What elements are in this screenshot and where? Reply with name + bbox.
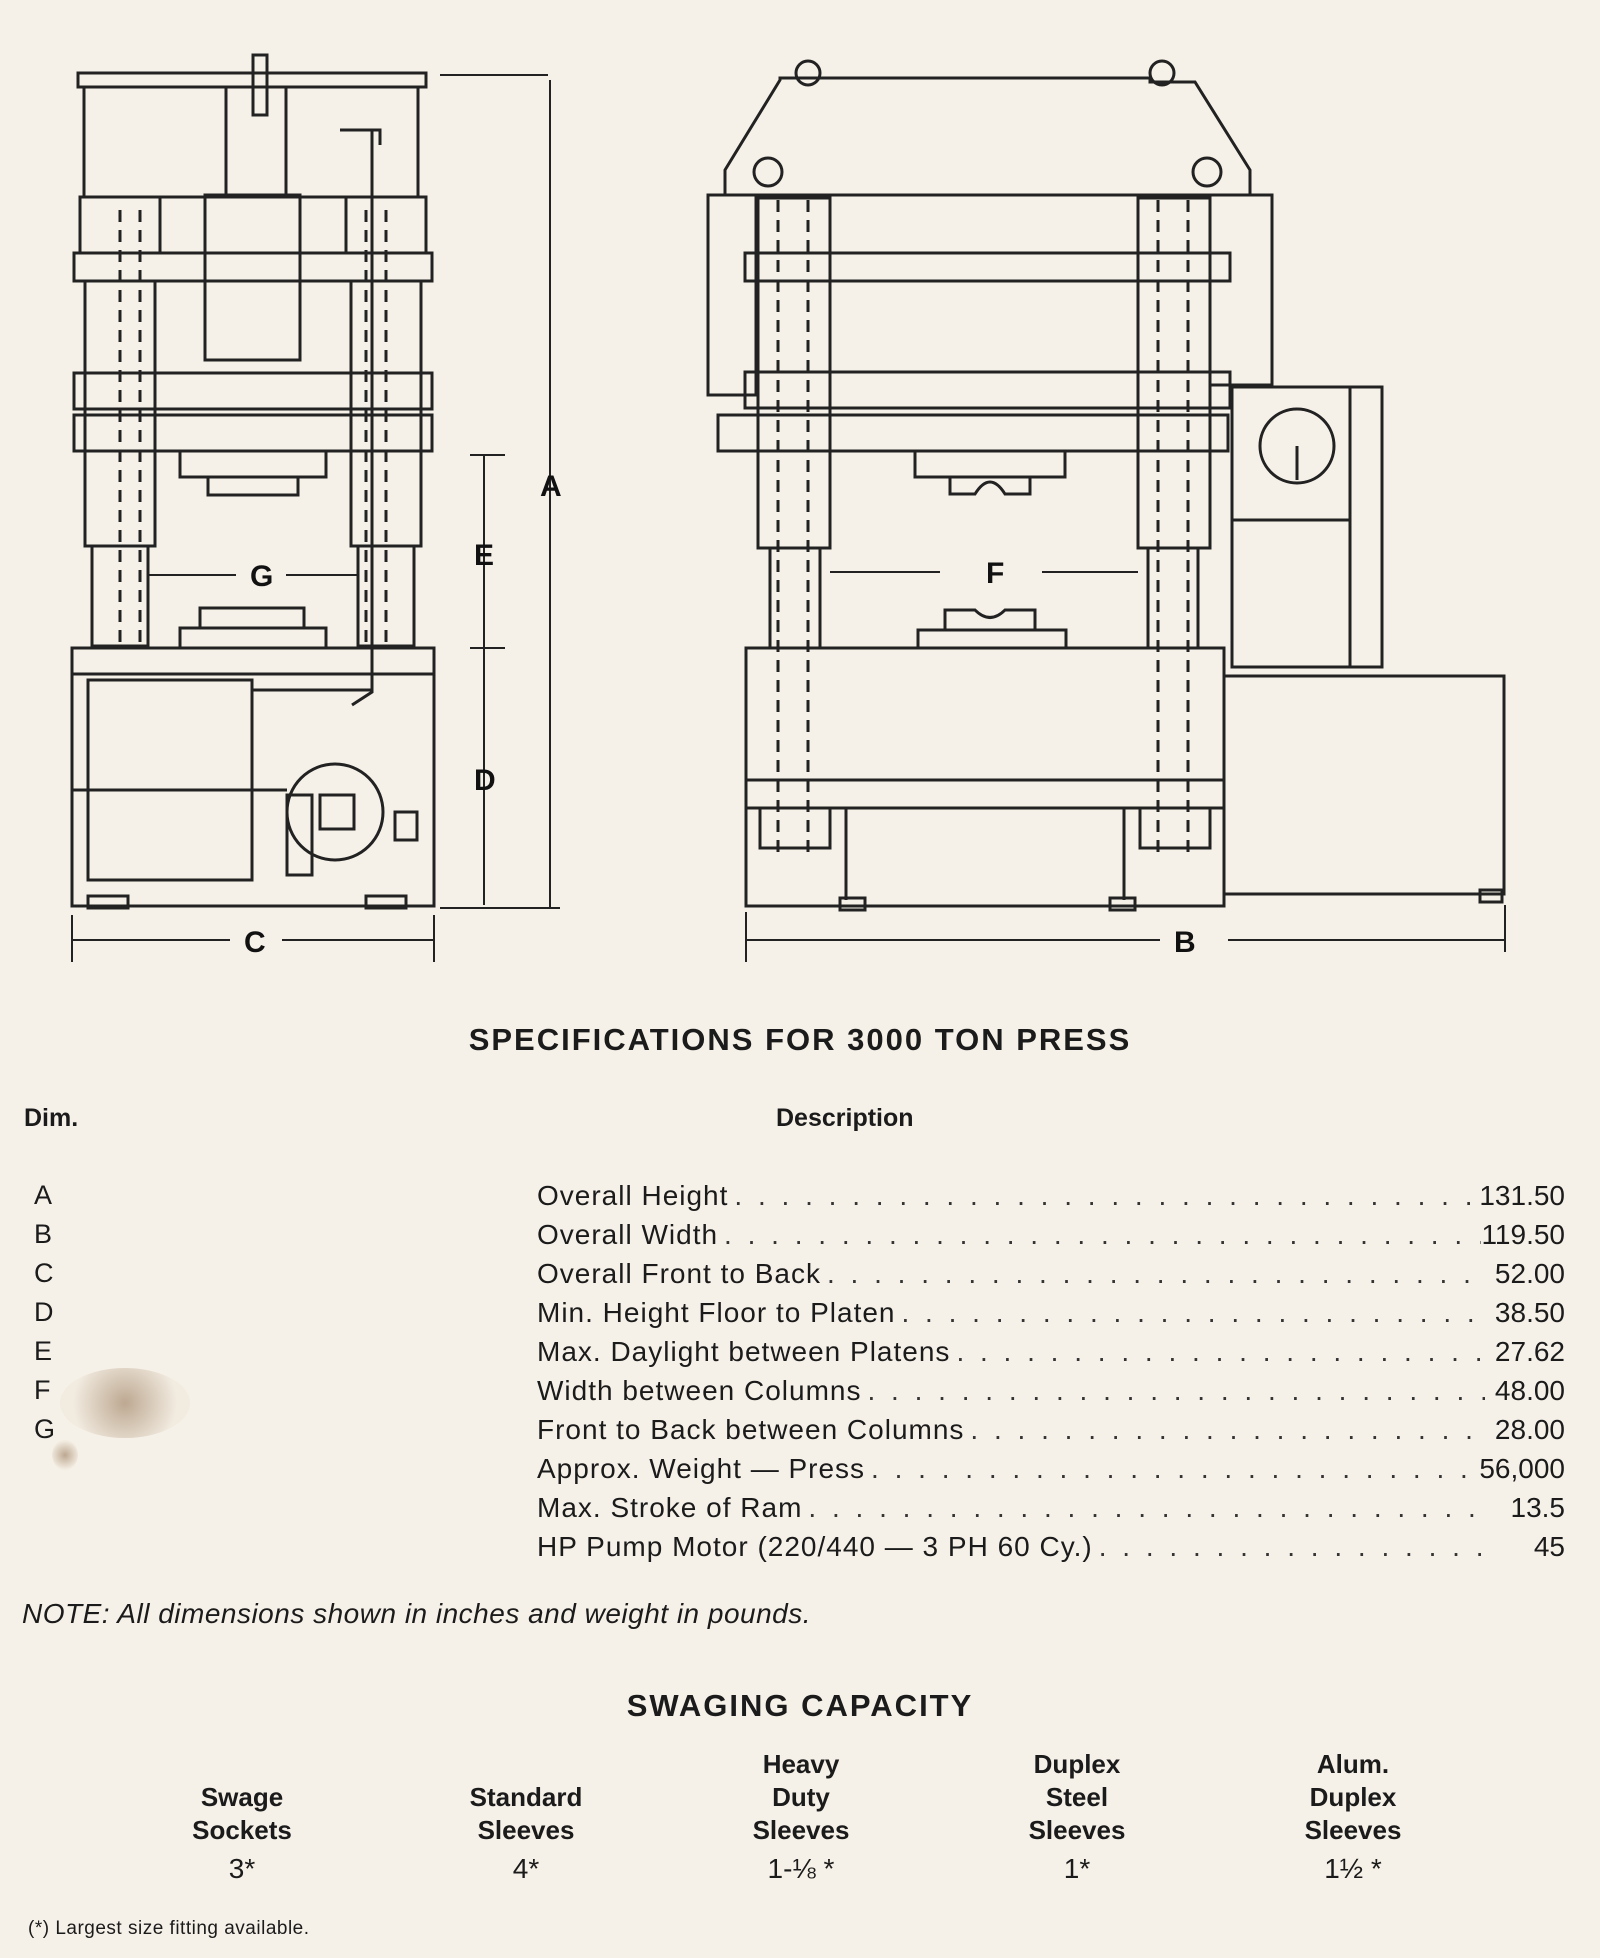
dim-column: A B C D E F G [34, 1176, 55, 1449]
dim-label-d: D [474, 764, 496, 797]
capacity-heading-line: Sleeves [1028, 1815, 1126, 1845]
dim-letter: G [34, 1414, 56, 1444]
capacity-column: Swage Sockets 3* [122, 1748, 362, 1885]
spec-description: Overall Height [537, 1180, 729, 1211]
capacity-value: 1½ * [1324, 1853, 1382, 1884]
dim-label-c: C [244, 926, 266, 959]
capacity-heading-line: Sleeves [477, 1815, 575, 1845]
spec-value: 56,000 [1479, 1453, 1565, 1484]
spec-value: 28.00 [1494, 1414, 1565, 1445]
swaging-title: SWAGING CAPACITY [626, 1688, 974, 1723]
capacity-value: 3* [228, 1853, 256, 1884]
capacity-heading-line: Duplex [1033, 1749, 1121, 1779]
dim-letter: A [34, 1180, 53, 1210]
spec-row: Overall Width 119.50 [537, 1215, 1565, 1254]
spec-value: 52.00 [1494, 1258, 1565, 1289]
capacity-heading-line: Alum. [1316, 1749, 1390, 1779]
spec-description: Min. Height Floor to Platen [537, 1297, 896, 1328]
paper-stain [60, 1368, 190, 1438]
dim-label-g: G [250, 560, 273, 593]
spec-description: Approx. Weight — Press [537, 1453, 866, 1484]
paper-stain [52, 1440, 78, 1470]
side-view-drawing [70, 53, 560, 962]
spec-description: Max. Daylight between Platens [537, 1336, 951, 1367]
spec-row: Approx. Weight — Press 56,000 [537, 1449, 1565, 1488]
spec-row: Overall Front to Back 52.00 [537, 1254, 1565, 1293]
capacity-heading-line: Duplex [1309, 1782, 1397, 1812]
capacity-heading-line: Duty [772, 1782, 830, 1812]
units-note: NOTE: All dimensions shown in inches and… [22, 1598, 812, 1629]
capacity-column: Standard Sleeves 4* [406, 1748, 646, 1885]
specs-title: SPECIFICATIONS FOR 3000 TON PRESS [468, 1022, 1132, 1057]
capacity-heading-line: Sleeves [752, 1815, 850, 1845]
description-header: Description [776, 1104, 914, 1132]
spec-description: HP Pump Motor (220/440 — 3 PH 60 Cy.) [537, 1531, 1093, 1562]
dim-letter: D [34, 1297, 54, 1327]
spec-value: 38.50 [1494, 1297, 1565, 1328]
capacity-heading-line [122, 1748, 362, 1781]
dim-label-f: F [986, 557, 1004, 590]
capacity-column: Heavy Duty Sleeves 1-⅛ * [681, 1748, 921, 1885]
spec-row: Min. Height Floor to Platen 38.50 [537, 1293, 1565, 1332]
spec-row: Max. Daylight between Platens 27.62 [537, 1332, 1565, 1371]
spec-value: 48.00 [1494, 1375, 1565, 1406]
spec-list: Overall Height 131.50 Overall Width 119.50… [537, 1176, 1565, 1566]
front-view-drawing [706, 59, 1506, 962]
capacity-value: 1-⅛ * [767, 1853, 835, 1884]
spec-row: Width between Columns 48.00 [537, 1371, 1565, 1410]
capacity-value: 4* [512, 1853, 540, 1884]
capacity-column: Duplex Steel Sleeves 1* [957, 1748, 1197, 1885]
capacity-heading-line: Standard [469, 1782, 583, 1812]
spec-row: HP Pump Motor (220/440 — 3 PH 60 Cy.) 45 [537, 1527, 1565, 1566]
spec-value: 119.50 [1481, 1219, 1565, 1250]
spec-description: Overall Width [537, 1219, 719, 1250]
dim-letter: F [34, 1375, 51, 1405]
capacity-heading-line: Steel [1045, 1782, 1109, 1812]
spec-value: 27.62 [1494, 1336, 1565, 1367]
capacity-heading-line: Swage [200, 1782, 284, 1812]
dim-label-e: E [474, 539, 494, 572]
capacity-heading-line: Heavy [762, 1749, 840, 1779]
spec-row: Front to Back between Columns 28.00 [537, 1410, 1565, 1449]
capacity-heading-line: Sockets [192, 1815, 292, 1845]
dim-letter: C [34, 1258, 54, 1288]
spec-description: Max. Stroke of Ram [537, 1492, 803, 1523]
spec-row: Overall Height 131.50 [537, 1176, 1565, 1215]
spec-description: Width between Columns [537, 1375, 862, 1406]
dim-label-a: A [540, 470, 562, 503]
spec-value: 13.5 [1510, 1492, 1566, 1523]
spec-value: 131.50 [1479, 1180, 1565, 1211]
dim-header: Dim. [24, 1104, 79, 1132]
footnote: (*) Largest size fitting available. [28, 1918, 310, 1939]
capacity-column: Alum. Duplex Sleeves 1½ * [1233, 1748, 1473, 1885]
press-drawings: A E D C G F B [70, 53, 1506, 962]
capacity-heading-line: Sleeves [1304, 1815, 1402, 1845]
spec-value: 45 [1533, 1531, 1565, 1562]
dim-label-b: B [1174, 926, 1196, 959]
capacity-value: 1* [1063, 1853, 1091, 1884]
dim-letter: E [34, 1336, 53, 1366]
spec-row: Max. Stroke of Ram 13.5 [537, 1488, 1565, 1527]
spec-description: Front to Back between Columns [537, 1414, 965, 1445]
capacity-heading-line [406, 1748, 646, 1781]
spec-description: Overall Front to Back [537, 1258, 821, 1289]
dim-letter: B [34, 1219, 53, 1249]
